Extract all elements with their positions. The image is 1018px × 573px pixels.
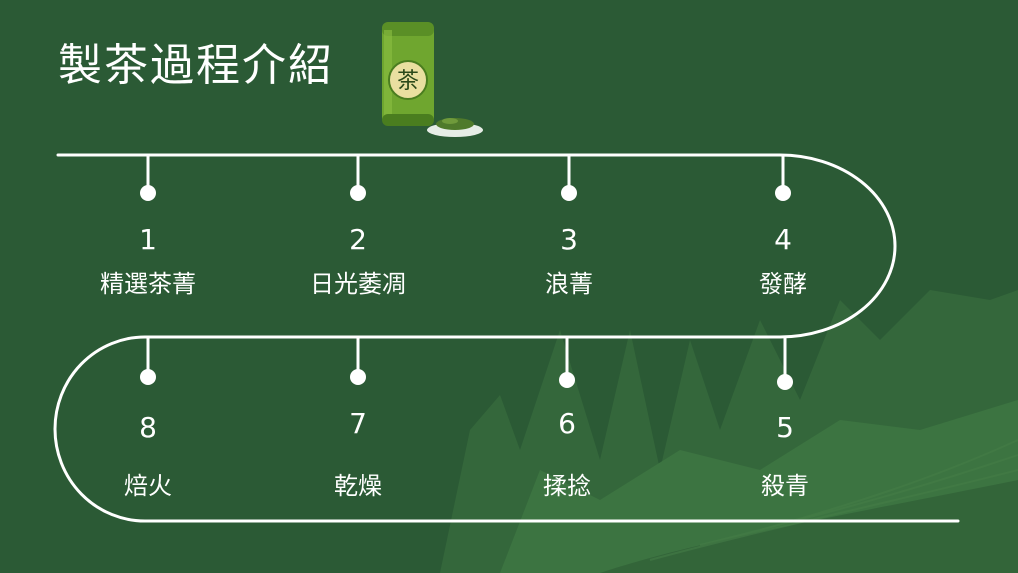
timeline-path <box>53 153 960 523</box>
step-label: 揉捻 <box>543 472 591 500</box>
step-label: 精選茶菁 <box>100 270 196 298</box>
step-dot <box>350 369 366 385</box>
step-label: 焙火 <box>124 472 172 500</box>
step-label: 浪菁 <box>545 270 593 298</box>
step-label: 殺青 <box>761 472 809 500</box>
step-label: 日光萎凋 <box>310 270 406 298</box>
step-number: 4 <box>774 223 792 256</box>
step-dot <box>775 185 791 201</box>
step-dot <box>777 374 793 390</box>
step-dot <box>561 185 577 201</box>
step-dot <box>559 372 575 388</box>
step-dot <box>140 185 156 201</box>
step-label: 發酵 <box>759 270 807 298</box>
step-number: 3 <box>560 223 578 256</box>
step-number: 5 <box>776 411 794 444</box>
tea-can-label: 茶 <box>397 69 419 94</box>
step-number: 1 <box>139 223 157 256</box>
step-number: 7 <box>349 407 367 440</box>
step-dot <box>140 369 156 385</box>
step-label: 乾燥 <box>334 472 382 500</box>
tea-dish-icon <box>427 118 483 137</box>
step-number: 6 <box>558 407 576 440</box>
tea-can-icon: 茶 <box>382 22 434 126</box>
step-number: 2 <box>349 223 367 256</box>
tea-hills-illustration <box>440 290 1018 573</box>
step-number: 8 <box>139 411 157 444</box>
page-title: 製茶過程介紹 <box>58 40 334 91</box>
step-connectors <box>140 155 793 390</box>
step-dot <box>350 185 366 201</box>
